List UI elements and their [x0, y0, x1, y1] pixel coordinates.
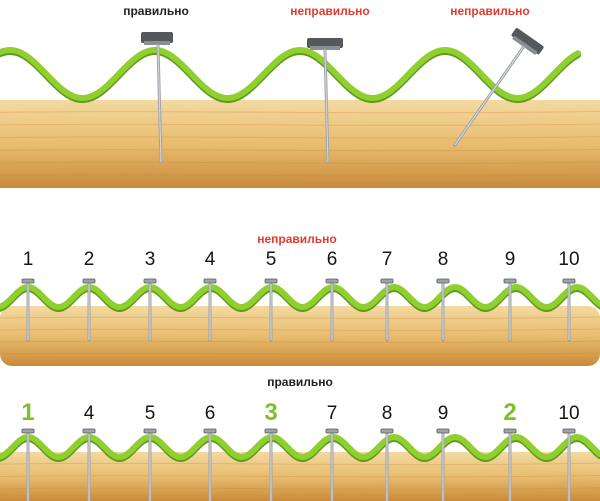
middle-nail-7-head: [380, 278, 394, 284]
middle-nail-6-head: [325, 278, 339, 284]
correct-nail-cap: [141, 32, 173, 43]
middle-label-incorrect: неправильно: [257, 232, 337, 246]
top-wood-beam: [0, 100, 600, 188]
wood-grain: [0, 487, 600, 490]
top-label-correct: правильно: [123, 4, 189, 18]
bottom-nail-number-priority: 3: [264, 399, 278, 426]
middle-nail-5-head: [264, 278, 278, 284]
bottom-nail-number: 10: [558, 403, 580, 424]
middle-nail-9-head: [503, 278, 517, 284]
angled-nail: [453, 28, 544, 147]
bottom-nail-number: 8: [381, 403, 393, 424]
wood-grain: [0, 340, 600, 343]
top-label-incorrect-angled: неправильно: [450, 4, 530, 18]
bottom-nail-number-priority: 1: [21, 399, 35, 426]
wood-grain: [0, 136, 600, 139]
middle-nail-10-head: [562, 278, 576, 284]
wood-grain: [0, 174, 600, 177]
bottom-nail-9-head: [503, 428, 517, 434]
shallow-nail-washer: [310, 46, 340, 50]
wood-grain: [0, 352, 600, 355]
middle-nail-number: 8: [437, 249, 449, 270]
bottom-nail-number: 5: [144, 403, 156, 424]
bottom-corrugated-sheet: [0, 433, 600, 461]
top-label-incorrect-shallow: неправильно: [290, 4, 370, 18]
bottom-nail-4-head: [203, 428, 217, 434]
middle-nail-8-head: [436, 278, 450, 284]
middle-nail-1-head: [21, 278, 35, 284]
middle-nail-2-head: [82, 278, 96, 284]
bottom-nail-number: 9: [437, 403, 449, 424]
bottom-nail-10-head: [562, 428, 576, 434]
bottom-nail-5-head: [264, 428, 278, 434]
middle-nail-number: 7: [381, 249, 393, 270]
angled-nail-washer: [512, 35, 538, 55]
correct-nail-washer: [144, 41, 170, 45]
bottom-nail-7-head: [380, 428, 394, 434]
middle-nail-number: 1: [22, 249, 34, 270]
middle-nail-4-head: [203, 278, 217, 284]
middle-nail-number: 2: [83, 249, 95, 270]
bottom-nail-number: 4: [83, 403, 95, 424]
wood-grain: [0, 462, 600, 466]
bottom-nail-6-head: [325, 428, 339, 434]
middle-corrugated-sheet: [0, 283, 600, 311]
bottom-label-correct: правильно: [267, 375, 333, 389]
bottom-nail-3-head: [143, 428, 157, 434]
wood-grain: [0, 475, 600, 478]
bottom-nail-2-head: [82, 428, 96, 434]
middle-nail-number: 3: [144, 249, 156, 270]
wood-grain: [0, 328, 600, 331]
shallow-nail-shaft-highlight: [324, 49, 329, 163]
wood-grain: [0, 316, 600, 319]
bottom-nail-number-priority: 2: [503, 399, 517, 426]
middle-nail-number: 9: [504, 249, 516, 270]
middle-nail-number: 5: [265, 249, 277, 270]
middle-nail-number: 10: [558, 249, 580, 270]
wood-grain: [0, 110, 600, 114]
middle-nail-3-head: [143, 278, 157, 284]
middle-nail-number: 4: [204, 249, 216, 270]
correct-nail-shaft-highlight: [157, 44, 162, 163]
bottom-nail-8-head: [436, 428, 450, 434]
bottom-nail-1-head: [21, 428, 35, 434]
middle-nail-number: 6: [326, 249, 338, 270]
angled-nail-shaft-highlight: [454, 46, 524, 146]
bottom-nail-number: 6: [204, 403, 216, 424]
angled-nail-cap: [511, 28, 544, 55]
top-corrugated-sheet: [0, 46, 581, 102]
bottom-nail-number: 7: [326, 403, 338, 424]
wood-grain: [0, 123, 600, 126]
wood-grain: [0, 161, 600, 164]
wood-grain: [0, 148, 600, 152]
shallow-nail-cap: [307, 38, 343, 48]
